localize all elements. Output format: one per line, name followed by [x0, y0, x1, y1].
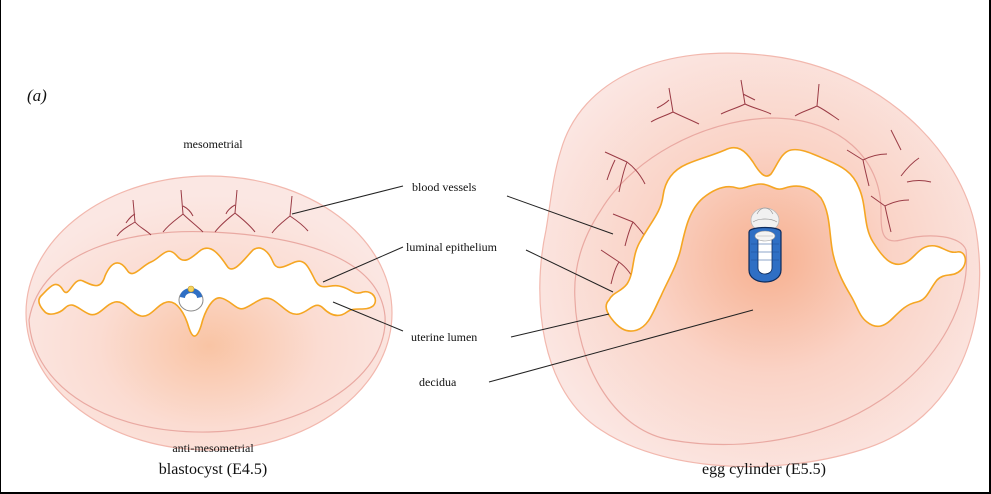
label-luminal-epithelium: luminal epithelium [406, 240, 498, 254]
label-uterine-lumen: uterine lumen [411, 330, 477, 344]
caption-blastocyst: blastocyst (E4.5) [159, 461, 267, 478]
label-mesometrial: mesometrial [183, 137, 243, 151]
caption-egg-cylinder: egg cylinder (E5.5) [702, 461, 826, 478]
label-blood-vessels: blood vessels [412, 180, 477, 194]
label-decidua: decidua [419, 375, 457, 389]
label-anti-mesometrial: anti-mesometrial [172, 441, 254, 455]
egg-cylinder-embryo [749, 208, 781, 282]
panel-label: (a) [27, 86, 47, 105]
